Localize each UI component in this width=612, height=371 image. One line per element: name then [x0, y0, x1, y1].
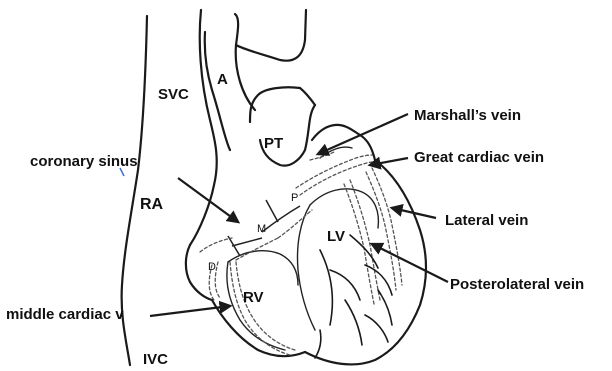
- label-d: D: [208, 261, 216, 273]
- great-cardiac-vein-path: [296, 152, 374, 195]
- arrow-coronary-sinus: [178, 178, 238, 222]
- label-great-cardiac-vein: Great cardiac vein: [414, 149, 544, 166]
- label-ra: RA: [140, 196, 164, 213]
- label-posterolateral-vein: Posterolateral vein: [450, 276, 584, 293]
- label-lv: LV: [327, 228, 345, 245]
- middle-cardiac-vein-path: [209, 262, 295, 355]
- label-p: P: [291, 192, 298, 204]
- label-ivc: IVC: [143, 351, 168, 368]
- label-svc: SVC: [158, 86, 189, 103]
- posterolateral-vein-path: [344, 180, 380, 304]
- label-a: A: [217, 71, 228, 88]
- lateral-vein-path: [366, 168, 402, 290]
- label-marshalls-vein: Marshall’s vein: [414, 107, 521, 124]
- coronary-branches: [315, 235, 392, 358]
- arrow-posterolateral-vein: [372, 244, 448, 282]
- svc-ra-outline: [122, 10, 217, 365]
- label-coronary-sinus: coronary sinus: [30, 153, 138, 170]
- label-lateral-vein: Lateral vein: [445, 212, 528, 229]
- arrow-marshalls-vein: [318, 114, 408, 154]
- label-m: M: [257, 223, 266, 235]
- label-pt: PT: [264, 135, 283, 152]
- label-middle-cardiac-v: middle cardiac v: [6, 306, 124, 323]
- label-rv: RV: [243, 289, 264, 306]
- pulmonary-trunk-outline: [250, 87, 315, 165]
